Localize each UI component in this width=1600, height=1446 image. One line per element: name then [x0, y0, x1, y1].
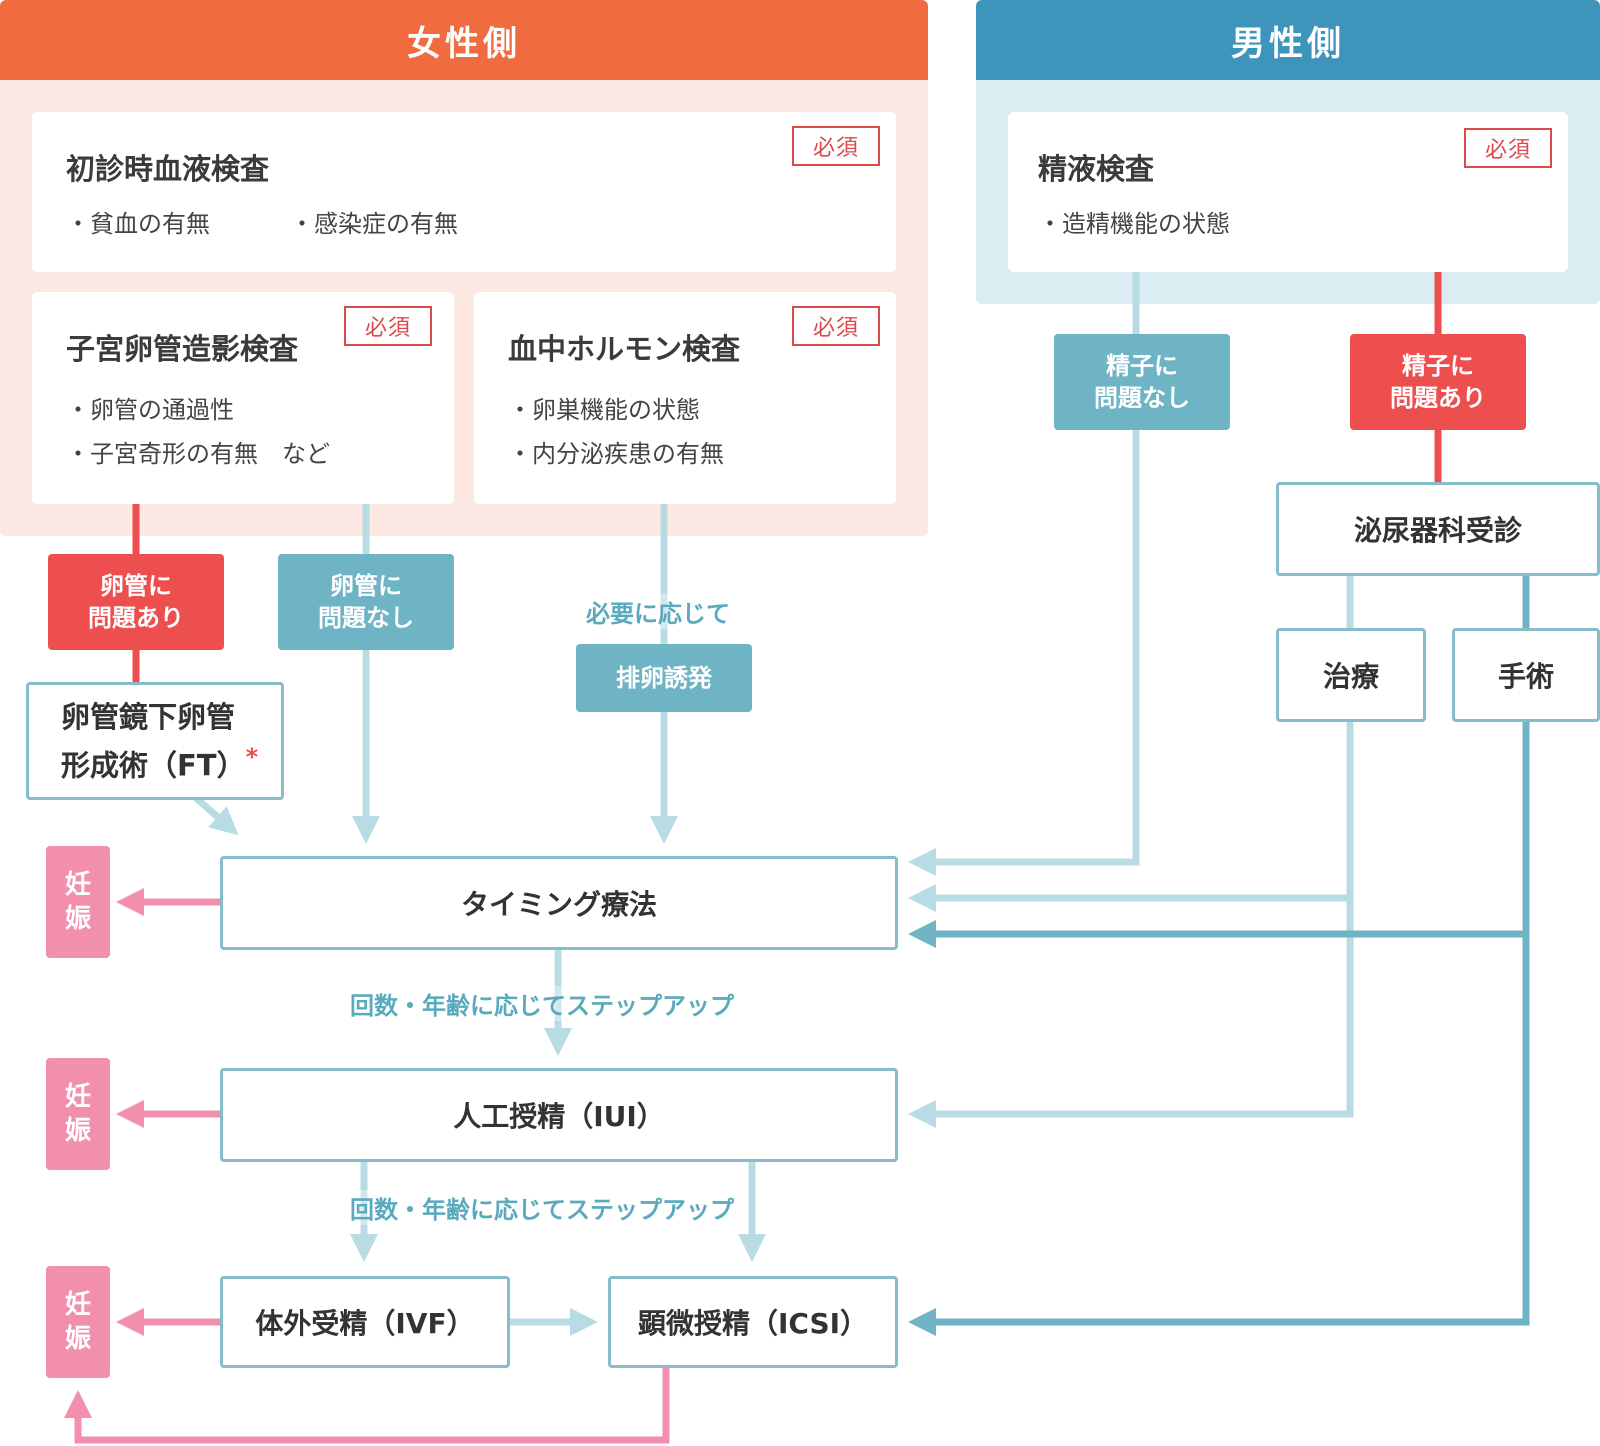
icsi-box: 顕微授精（ICSI）: [608, 1276, 898, 1368]
arrow-ft-to-timing: [193, 795, 239, 836]
arrow-surgery-to-icsi: [908, 934, 1530, 1336]
female-header: 女性側: [0, 0, 928, 80]
urology-box: 泌尿器科受診: [1276, 482, 1600, 576]
hsg-test-item: ・子宮奇形の有無 など: [66, 440, 330, 468]
pregnancy-char: 妊: [64, 1290, 91, 1320]
required-badge: 必須: [792, 306, 880, 346]
hormone-test-item: ・内分泌疾患の有無: [508, 440, 724, 468]
tag-line: 卵管に: [330, 572, 402, 600]
step-up-note: 回数・年齢に応じてステップアップ: [350, 986, 734, 1021]
hormone-test-item: ・卵巣機能の状態: [508, 396, 700, 424]
as-needed-note: 必要に応じて: [586, 594, 730, 629]
surgery-box: 手術: [1452, 628, 1600, 722]
tag-line: 精子に: [1402, 352, 1474, 380]
blood-test-card: 初診時血液検査 必須 ・貧血の有無 ・感染症の有無: [32, 112, 896, 272]
pregnancy-char: 娠: [64, 1116, 91, 1146]
ft-line1: 卵管鏡下卵管: [61, 699, 236, 734]
tube-problem-tag: 卵管に問題あり: [48, 554, 224, 650]
required-badge: 必須: [792, 126, 880, 166]
arrow-treatment-to-iui: [908, 898, 1354, 1128]
timing-therapy-box: タイミング療法: [220, 856, 898, 950]
required-badge: 必須: [1464, 128, 1552, 168]
pregnancy-badge: 妊 娠: [46, 846, 110, 958]
arrow-icsi-to-pregnancy: [64, 1366, 670, 1444]
required-badge: 必須: [344, 306, 432, 346]
tube-ok-tag: 卵管に問題なし: [278, 554, 454, 650]
sperm-problem-tag: 精子に問題あり: [1350, 334, 1526, 430]
hormone-test-title: 血中ホルモン検査: [508, 332, 741, 366]
step-up-note: 回数・年齢に応じてステップアップ: [350, 1190, 734, 1225]
hsg-test-item: ・卵管の通過性: [66, 396, 234, 424]
arrow-surgery-to-timing: [908, 720, 1530, 948]
tag-line: 精子に: [1106, 352, 1178, 380]
tag-line: 問題あり: [1390, 384, 1486, 412]
pregnancy-char: 娠: [64, 904, 91, 934]
treatment-box: 治療: [1276, 628, 1426, 722]
semen-test-title: 精液検査: [1038, 152, 1155, 186]
ivf-box: 体外受精（IVF）: [220, 1276, 510, 1368]
blood-test-item: ・感染症の有無: [290, 210, 458, 238]
tag-line: 問題なし: [318, 604, 414, 632]
pregnancy-char: 妊: [64, 1082, 91, 1112]
pregnancy-char: 妊: [64, 870, 91, 900]
tag-line: 卵管に: [100, 572, 172, 600]
pregnancy-char: 娠: [64, 1324, 91, 1354]
arrow-sperm-ok-to-timing: [908, 272, 1140, 876]
ovulation-induction-tag: 排卵誘発: [576, 644, 752, 712]
ft-surgery-box: 卵管鏡下卵管 形成術（FT）*: [26, 682, 284, 800]
hormone-test-card: 血中ホルモン検査 必須 ・卵巣機能の状態 ・内分泌疾患の有無: [474, 292, 896, 504]
tag-line: 問題あり: [88, 604, 184, 632]
male-header: 男性側: [976, 0, 1600, 80]
pregnancy-badge: 妊 娠: [46, 1266, 110, 1378]
tag-line: 問題なし: [1094, 384, 1190, 412]
iui-box: 人工授精（IUI）: [220, 1068, 898, 1162]
pregnancy-badge: 妊 娠: [46, 1058, 110, 1170]
hsg-test-card: 子宮卵管造影検査 必須 ・卵管の通過性 ・子宮奇形の有無 など: [32, 292, 454, 504]
semen-test-item: ・造精機能の状態: [1038, 210, 1230, 238]
sperm-ok-tag: 精子に問題なし: [1054, 334, 1230, 430]
blood-test-item: ・貧血の有無: [66, 210, 210, 238]
hsg-test-title: 子宮卵管造影検査: [66, 332, 299, 366]
ft-line2: 形成術（FT）: [61, 748, 246, 783]
semen-test-card: 精液検査 必須 ・造精機能の状態: [1008, 112, 1568, 272]
blood-test-title: 初診時血液検査: [66, 152, 270, 186]
ft-asterisk: *: [245, 742, 259, 771]
